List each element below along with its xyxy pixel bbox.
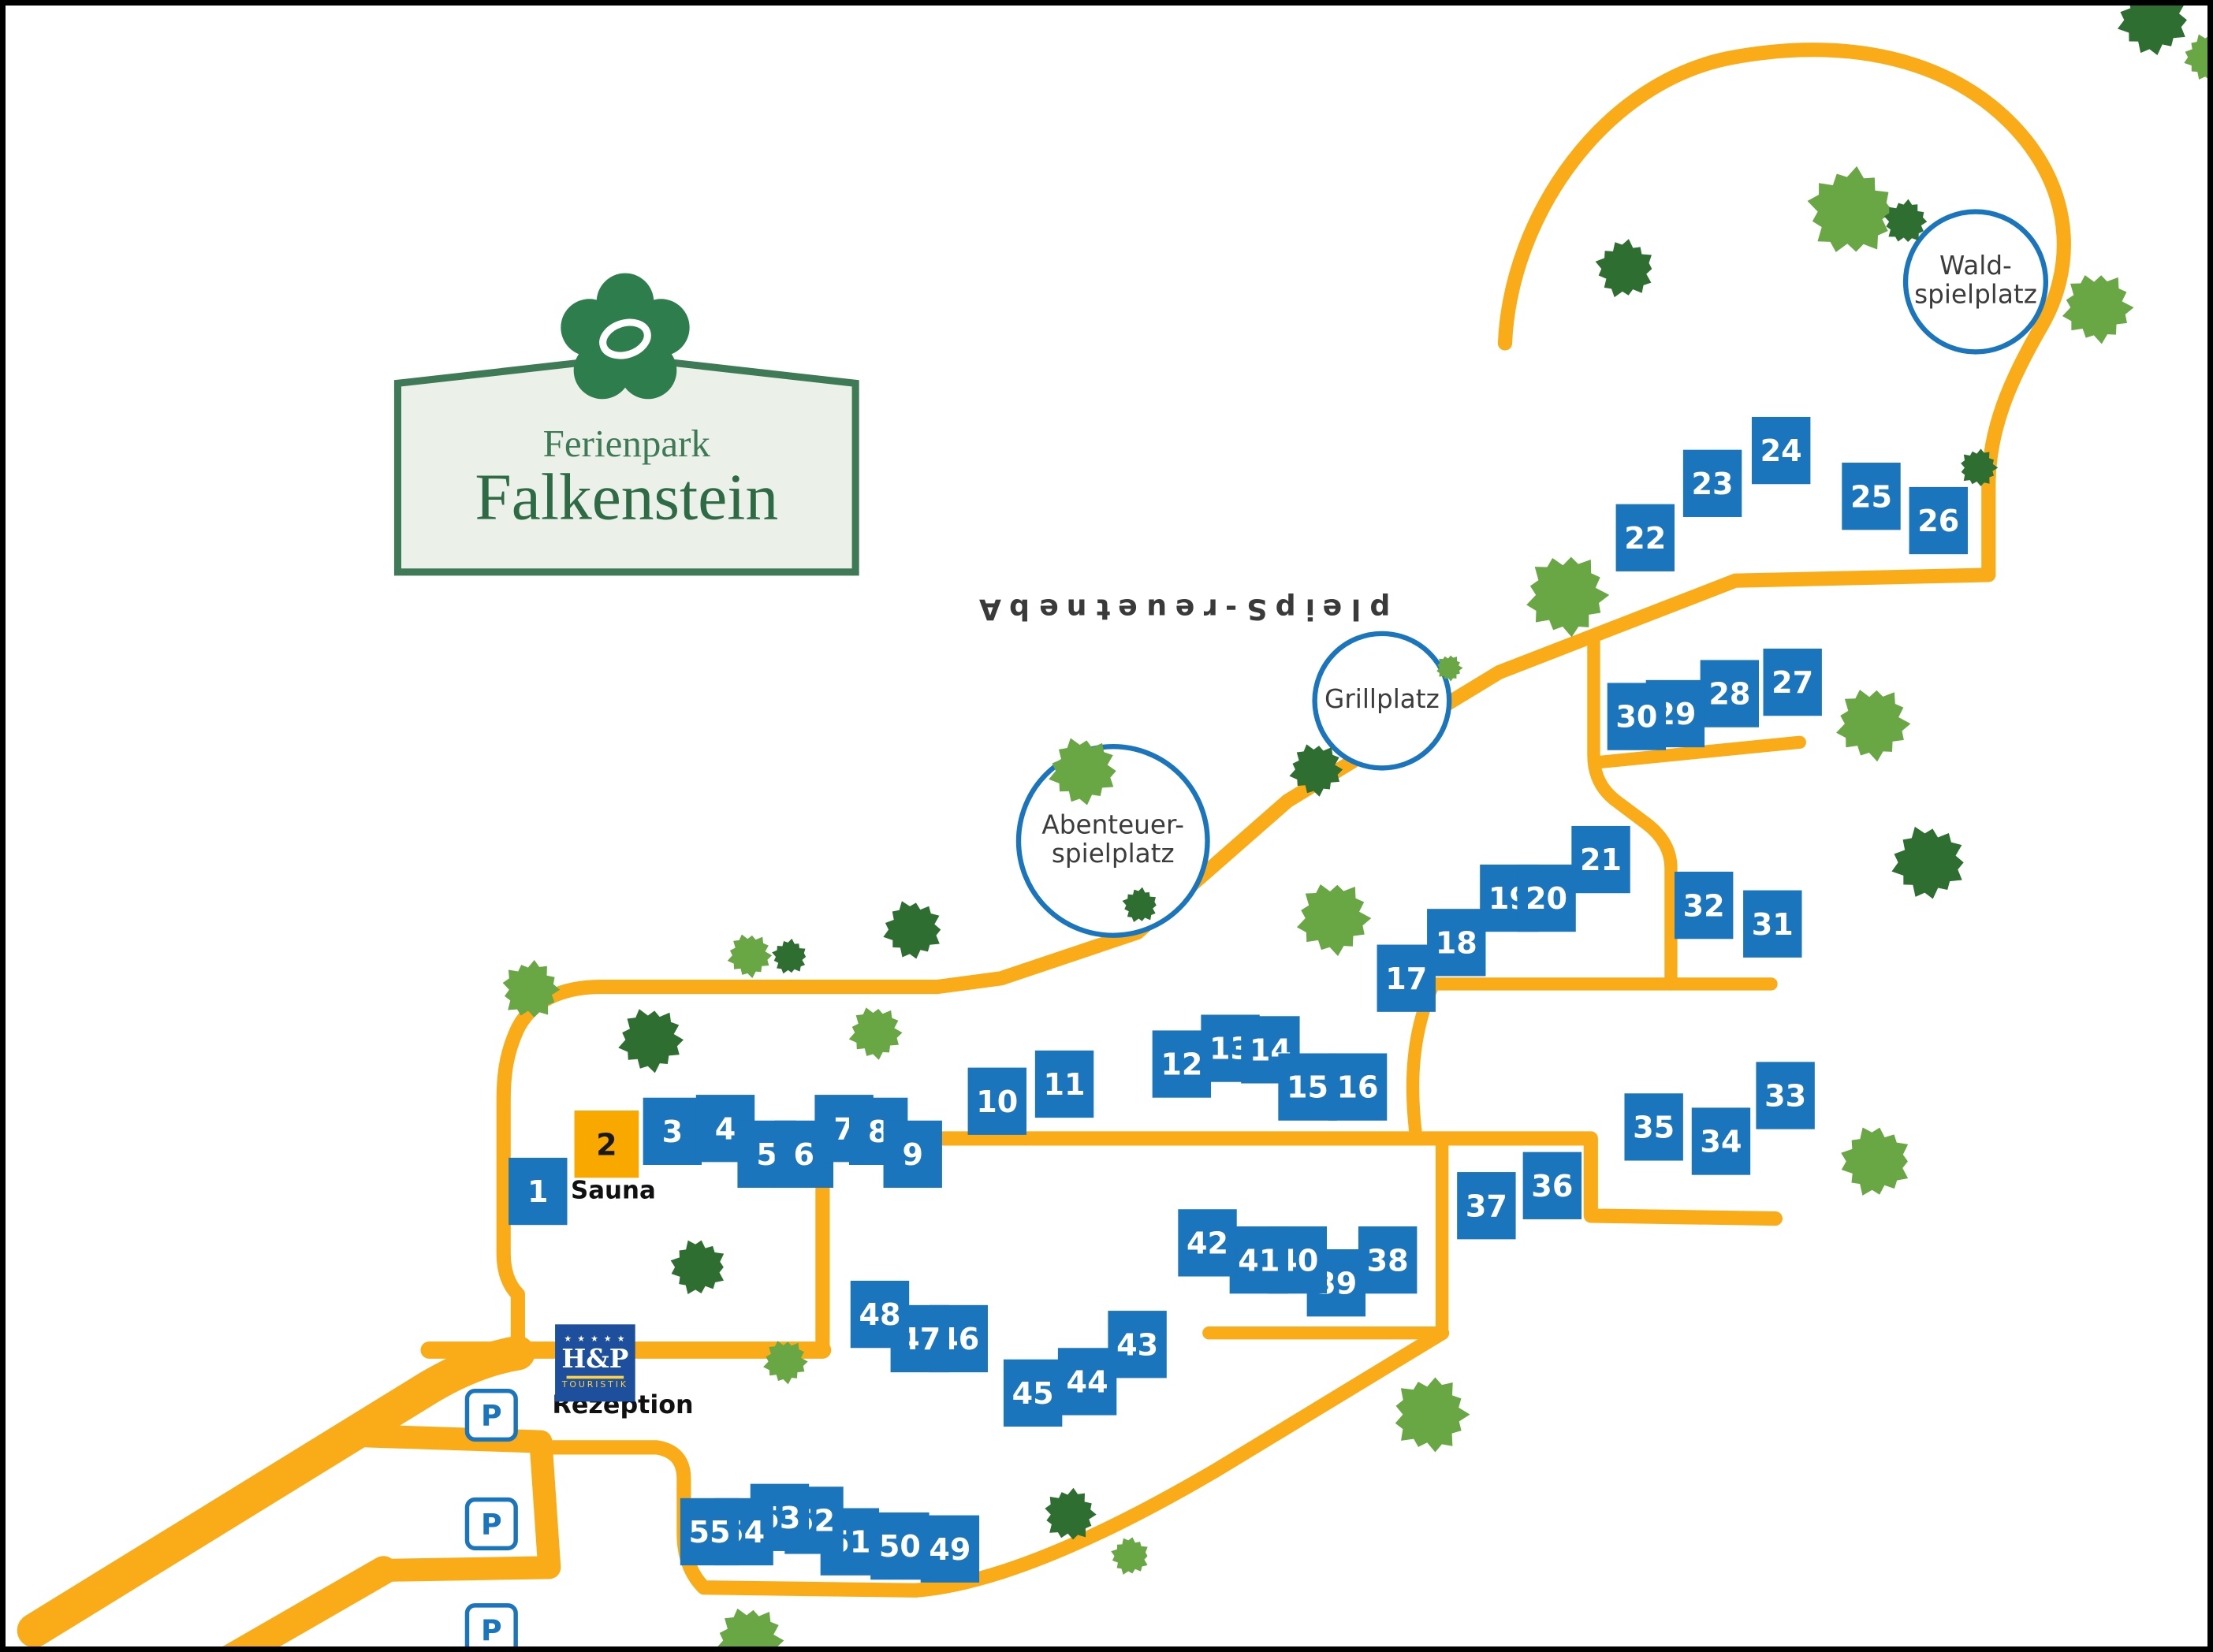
parking-icon: P: [464, 1497, 518, 1551]
park-type: Ferienpark: [542, 422, 710, 465]
parking-symbol: P: [480, 1397, 502, 1433]
road: [545, 1326, 1450, 1598]
building-15[interactable]: 15: [1278, 1053, 1337, 1121]
tree-icon: [670, 1240, 725, 1295]
building-37[interactable]: 37: [1457, 1172, 1516, 1240]
hp-stars: ★ ★ ★ ★ ★: [564, 1334, 627, 1345]
tree-icon: [502, 959, 561, 1018]
building-21[interactable]: 21: [1571, 825, 1630, 894]
tree-icon: [1807, 166, 1894, 252]
building-44[interactable]: 44: [1057, 1348, 1117, 1416]
tree-icon: [1841, 1127, 1909, 1196]
entrance-road: [17, 1335, 535, 1648]
building-25[interactable]: 25: [1842, 463, 1901, 530]
hp-brand: H&P: [561, 1344, 629, 1375]
tree-icon: [883, 901, 941, 959]
tree-icon: [1289, 744, 1343, 797]
building-17[interactable]: 17: [1377, 944, 1436, 1012]
building-35[interactable]: 35: [1624, 1093, 1683, 1161]
building-41[interactable]: 41: [1229, 1226, 1289, 1294]
building-1[interactable]: 1: [509, 1157, 568, 1226]
building-3[interactable]: 3: [643, 1097, 702, 1165]
building-23[interactable]: 23: [1682, 449, 1742, 517]
tree-icon: [1296, 884, 1372, 957]
building-2[interactable]: 2: [574, 1111, 639, 1178]
building-33[interactable]: 33: [1756, 1062, 1815, 1129]
park-sign-graphic: [393, 273, 859, 576]
parking-icon: P: [464, 1388, 518, 1442]
tree-icon: [1122, 887, 1157, 923]
tree-icon: [2062, 275, 2134, 344]
building-30[interactable]: 30: [1607, 683, 1667, 750]
building-42[interactable]: 42: [1178, 1209, 1237, 1277]
park-name: Falkenstein: [475, 460, 779, 534]
building-28[interactable]: 28: [1700, 660, 1760, 727]
tree-icon: [2184, 34, 2213, 80]
parking-symbol: P: [480, 1612, 502, 1647]
grillplatz-circle[interactable]: [1312, 631, 1452, 771]
tree-icon: [715, 1608, 784, 1652]
tree-icon: [1961, 448, 1999, 486]
tree-icon: [763, 1341, 808, 1385]
building-27[interactable]: 27: [1763, 648, 1822, 716]
building-26[interactable]: 26: [1909, 486, 1968, 555]
road: [496, 43, 2071, 1360]
building-11[interactable]: 11: [1034, 1050, 1094, 1118]
building-45[interactable]: 45: [1003, 1359, 1063, 1427]
hp-subtitle: TOURISTIK: [561, 1380, 628, 1390]
building-49[interactable]: 49: [920, 1515, 980, 1583]
building-9[interactable]: 9: [883, 1120, 942, 1189]
tree-icon: [1891, 826, 1964, 899]
tree-icon: [1111, 1537, 1148, 1575]
tree-icon: [1049, 738, 1116, 806]
road: [1591, 735, 1806, 769]
building-10[interactable]: 10: [967, 1067, 1026, 1135]
building-32[interactable]: 32: [1674, 871, 1734, 939]
tree-icon: [1836, 690, 1911, 762]
parking-loop-road: [355, 1424, 561, 1582]
wald-spielplatz-circle[interactable]: [1902, 209, 2049, 355]
building-24[interactable]: 24: [1751, 416, 1811, 485]
tree-icon: [848, 1007, 903, 1060]
hp-rule: [566, 1375, 624, 1379]
building-18[interactable]: 18: [1427, 909, 1486, 977]
tree-icon: [1045, 1487, 1097, 1540]
building-48[interactable]: 48: [850, 1280, 910, 1349]
tree-icon: [1883, 199, 1928, 243]
building-16[interactable]: 16: [1328, 1053, 1388, 1121]
building-34[interactable]: 34: [1691, 1107, 1751, 1175]
road: [815, 1131, 1783, 1226]
hp-touristik-logo: ★ ★ ★ ★ ★ H&P TOURISTIK: [555, 1324, 635, 1402]
tree-icon: [1595, 239, 1652, 298]
building-50[interactable]: 50: [870, 1512, 930, 1580]
abenteuer-spielplatz-circle[interactable]: [1015, 744, 1210, 938]
building-22[interactable]: 22: [1615, 504, 1675, 571]
park-logo-sign: Ferienpark Falkenstein: [393, 265, 860, 579]
tree-icon: [618, 1009, 684, 1073]
tree-icon: [2117, 0, 2187, 56]
parking-symbol: P: [480, 1506, 502, 1542]
parking-icon: P: [464, 1603, 518, 1652]
building-31[interactable]: 31: [1743, 890, 1802, 958]
building-43[interactable]: 43: [1108, 1311, 1167, 1379]
tree-icon: [772, 938, 807, 974]
tree-icon: [1395, 1377, 1470, 1453]
road: [1587, 628, 1678, 991]
building-38[interactable]: 38: [1358, 1226, 1418, 1294]
building-36[interactable]: 36: [1522, 1152, 1582, 1219]
tree-icon: [1436, 655, 1463, 682]
tree-icon: [727, 934, 773, 979]
playground-circles: [1015, 209, 2049, 938]
flower-icon: [561, 273, 690, 400]
tree-icon: [1526, 556, 1610, 638]
trees: [502, 0, 2213, 1652]
building-20[interactable]: 20: [1517, 864, 1576, 932]
building-55[interactable]: 55: [680, 1498, 740, 1566]
